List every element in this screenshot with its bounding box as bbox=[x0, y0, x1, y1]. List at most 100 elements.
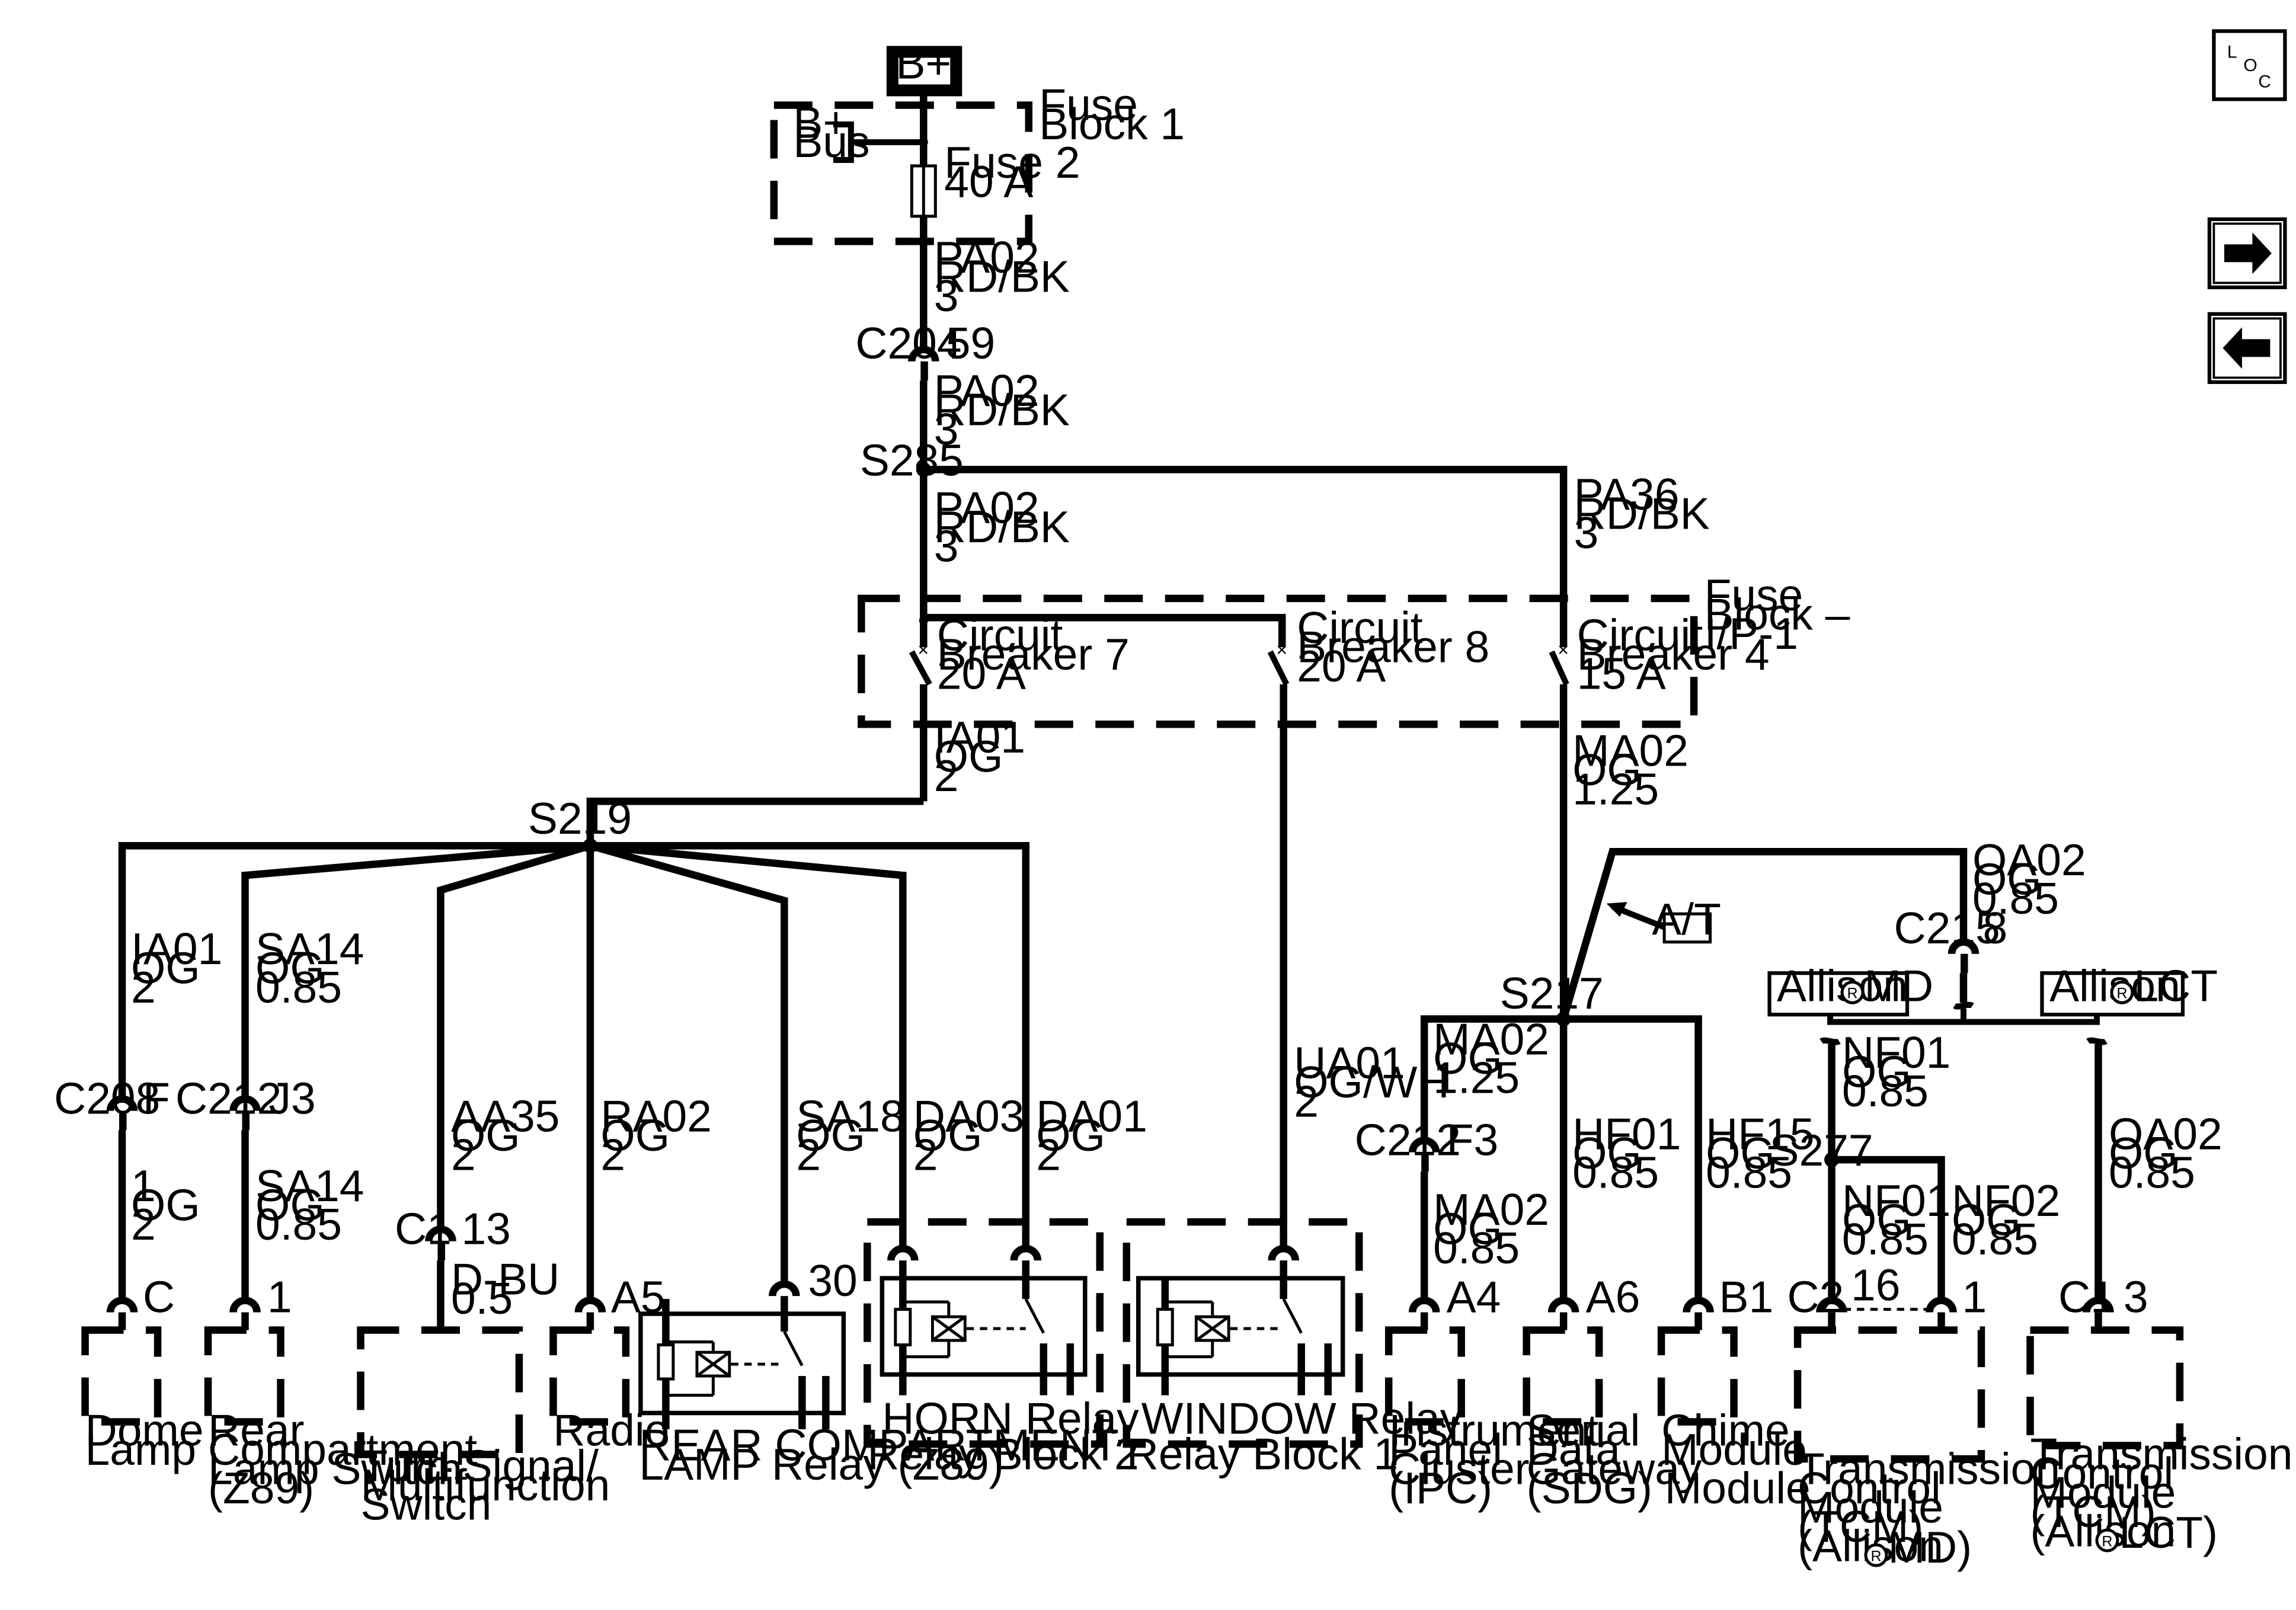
wire-da03 bbox=[590, 842, 907, 1249]
registered-icon: R bbox=[1847, 985, 1858, 1002]
tcm-lct-model: LCT) bbox=[2119, 1507, 2218, 1557]
relay-block-1-outline bbox=[1123, 1218, 1363, 1448]
location-button[interactable]: L O C bbox=[2212, 29, 2287, 101]
connector-c212-b bbox=[1408, 1137, 1440, 1153]
connector-c208 bbox=[106, 1095, 138, 1112]
pin-label-rear-switch: 1 bbox=[267, 1272, 292, 1322]
registered-icon: R bbox=[2116, 985, 2127, 1002]
horn-relay-label: HORN Relay bbox=[882, 1394, 1139, 1443]
pin-label-chime: B1 bbox=[1719, 1272, 1774, 1322]
turn-signal-multifunction-switch bbox=[357, 1326, 523, 1458]
window-relay bbox=[1136, 1260, 1345, 1395]
connector-c1-turn-pin-label: 13 bbox=[461, 1204, 510, 1254]
wire-label-ma02-b: MA02OG0.85 bbox=[1433, 1185, 1549, 1273]
wire-pa36 bbox=[923, 466, 1568, 648]
rear-relay-label: REAR COMPARTMENTLAMP Relay (Z89) bbox=[639, 1420, 1118, 1489]
wire-label-oa02-b: OA02OG0.85 bbox=[2109, 1109, 2223, 1198]
circuit-breaker-4-mark: × bbox=[1558, 639, 1569, 660]
pin-label-sdg: A6 bbox=[1586, 1272, 1641, 1322]
previous-arrow-icon bbox=[2223, 327, 2271, 369]
wire-label-aa35: AA35OG2 bbox=[451, 1092, 559, 1180]
wire-sa14 bbox=[241, 842, 591, 1099]
circuit-breaker-8-mark: × bbox=[1276, 639, 1287, 660]
connector-c204-pin-label: 59 bbox=[946, 318, 995, 368]
wire-label-nf01-b: NF01OG0.85 bbox=[1842, 1176, 1950, 1264]
connector-c1-turn-label: C1 bbox=[395, 1204, 452, 1254]
circuit-breaker-8-switch bbox=[1267, 650, 1290, 686]
connector-c2-tcm-label: C2 bbox=[1787, 1272, 1844, 1322]
registered-icon: R bbox=[1871, 1548, 1882, 1565]
pin-label-tcm-1: 1 bbox=[1962, 1272, 1987, 1322]
connector-c215-pin-label: 8 bbox=[1982, 903, 2007, 953]
transmission-control-module-lct bbox=[2026, 1326, 2184, 1449]
next-button[interactable] bbox=[2207, 217, 2287, 290]
splice-s277-label: S277 bbox=[1770, 1125, 1873, 1175]
dome-lamp-label: DomeLamp bbox=[85, 1406, 204, 1474]
connector-c212-a-pin-label: J3 bbox=[269, 1074, 316, 1124]
transmission-control-module-md bbox=[1793, 1326, 1985, 1463]
wire-label-dbu: D‑BU0.5 bbox=[451, 1254, 559, 1323]
source-label: B+ bbox=[896, 38, 951, 88]
circuit-breaker-4-switch bbox=[1549, 650, 1569, 686]
wire-label-pa36: PA36RD/BK3 bbox=[1574, 469, 1710, 558]
loc-letter-o: O bbox=[2243, 56, 2257, 75]
pin-label-relay-30: 30 bbox=[808, 1256, 857, 1305]
wire-label-sa14-a: SA14OG0.85 bbox=[255, 924, 364, 1012]
connector-c212-b-pin-label: F3 bbox=[1447, 1115, 1498, 1165]
wire-aa35 bbox=[437, 842, 591, 1230]
wire-ma02-a bbox=[1420, 1015, 1564, 1141]
sdg-label: SerialDataGateway(SDG) Module bbox=[1527, 1406, 1811, 1513]
relay-block-2-label: Relay Block 2 bbox=[867, 1429, 1139, 1479]
previous-button[interactable] bbox=[2207, 312, 2287, 385]
wire-hf15 bbox=[1563, 1015, 1702, 1301]
allison-md-tag-name: Allison bbox=[1777, 961, 1908, 1011]
wire-label-ma02-main: MA02OG1.25 bbox=[1572, 725, 1689, 814]
connector-c212-a-label: C212 bbox=[175, 1074, 282, 1124]
fuse-block-1-outline bbox=[770, 101, 1033, 245]
turn-signal-label: Turn Signal/MultifunctionSwitch bbox=[360, 1441, 610, 1529]
wire-label-ra02: RA02OG2 bbox=[600, 1092, 712, 1180]
wire-label-da03: DA03OG2 bbox=[913, 1092, 1025, 1180]
loc-letter-c: C bbox=[2258, 72, 2271, 91]
tcm-md-model: MD) bbox=[1888, 1522, 1972, 1572]
wire-label-pa02-low: PA02RD/BK3 bbox=[934, 482, 1070, 571]
wire-oa02-at bbox=[1560, 847, 1968, 1020]
splice-s219-label: S219 bbox=[528, 793, 632, 843]
splice-s217-label: S217 bbox=[1500, 968, 1604, 1018]
fuse-block-ip-label: FuseBlock –I/P‑1 bbox=[1705, 570, 1850, 658]
ipc-label: InstrumentPanelCluster(IPC) bbox=[1389, 1406, 1598, 1513]
circuit-breaker-4-label: CircuitBreaker 415 A bbox=[1577, 610, 1770, 698]
allison-lct-tag: Allison R LCT bbox=[2040, 961, 2218, 1017]
circuit-breaker-8-label: CircuitBreaker 820 A bbox=[1297, 603, 1489, 691]
rear-compartment-lamp-relay bbox=[638, 1296, 846, 1430]
tcm-lct-label: TransmissionControlModule(TCM)(Allison bbox=[2030, 1429, 2292, 1556]
wire-ia01-to-s219 bbox=[586, 798, 924, 844]
rear-compartment-lamp-switch bbox=[204, 1326, 284, 1426]
circuit-breaker-7-label: CircuitBreaker 720 A bbox=[937, 610, 1130, 698]
wire-nf02 bbox=[1831, 1156, 1945, 1301]
connector-c215 bbox=[1948, 938, 1980, 955]
wire-label-nf02: NF02OG0.85 bbox=[1952, 1176, 2060, 1264]
registered-icon: R bbox=[2102, 1534, 2112, 1550]
tcm-md-label: TransmissionControlModule(TCM)(Allison bbox=[1798, 1444, 2060, 1571]
radio bbox=[549, 1326, 630, 1426]
splice-s285-label: S285 bbox=[860, 435, 964, 485]
pin-label-dome: C bbox=[143, 1272, 175, 1322]
at-option-tag: A/T bbox=[1606, 894, 1721, 944]
wire-label-hf01: HF01OG0.85 bbox=[1572, 1109, 1681, 1198]
wire-label-ia01-main: IA01OG2 bbox=[934, 712, 1025, 801]
wire-label-sa14-b: SA14OG0.85 bbox=[255, 1161, 364, 1249]
fuse-block-1-label: FuseBlock 1 bbox=[1039, 79, 1185, 148]
wire-label-hf15: HF15OG0.85 bbox=[1706, 1109, 1814, 1198]
wire-label-oa02-a: OA02OG0.85 bbox=[1972, 835, 2086, 923]
circuit-breaker-7-switch bbox=[909, 650, 932, 686]
connector-c212-a bbox=[229, 1095, 261, 1112]
connector-c208-pin-label: F bbox=[143, 1074, 170, 1124]
source-battery: B+ bbox=[886, 38, 962, 97]
circuit-breaker-7-mark: × bbox=[917, 639, 929, 660]
connector-c2-tcm-pin-label: 16 bbox=[1851, 1260, 1900, 1310]
wire-label-dome-1: 1OG2 bbox=[131, 1161, 200, 1249]
next-arrow-icon bbox=[2224, 232, 2272, 274]
wire-breaker-bus bbox=[923, 614, 1286, 648]
wire-label-ma02-a: MA02OG1.25 bbox=[1433, 1014, 1549, 1103]
